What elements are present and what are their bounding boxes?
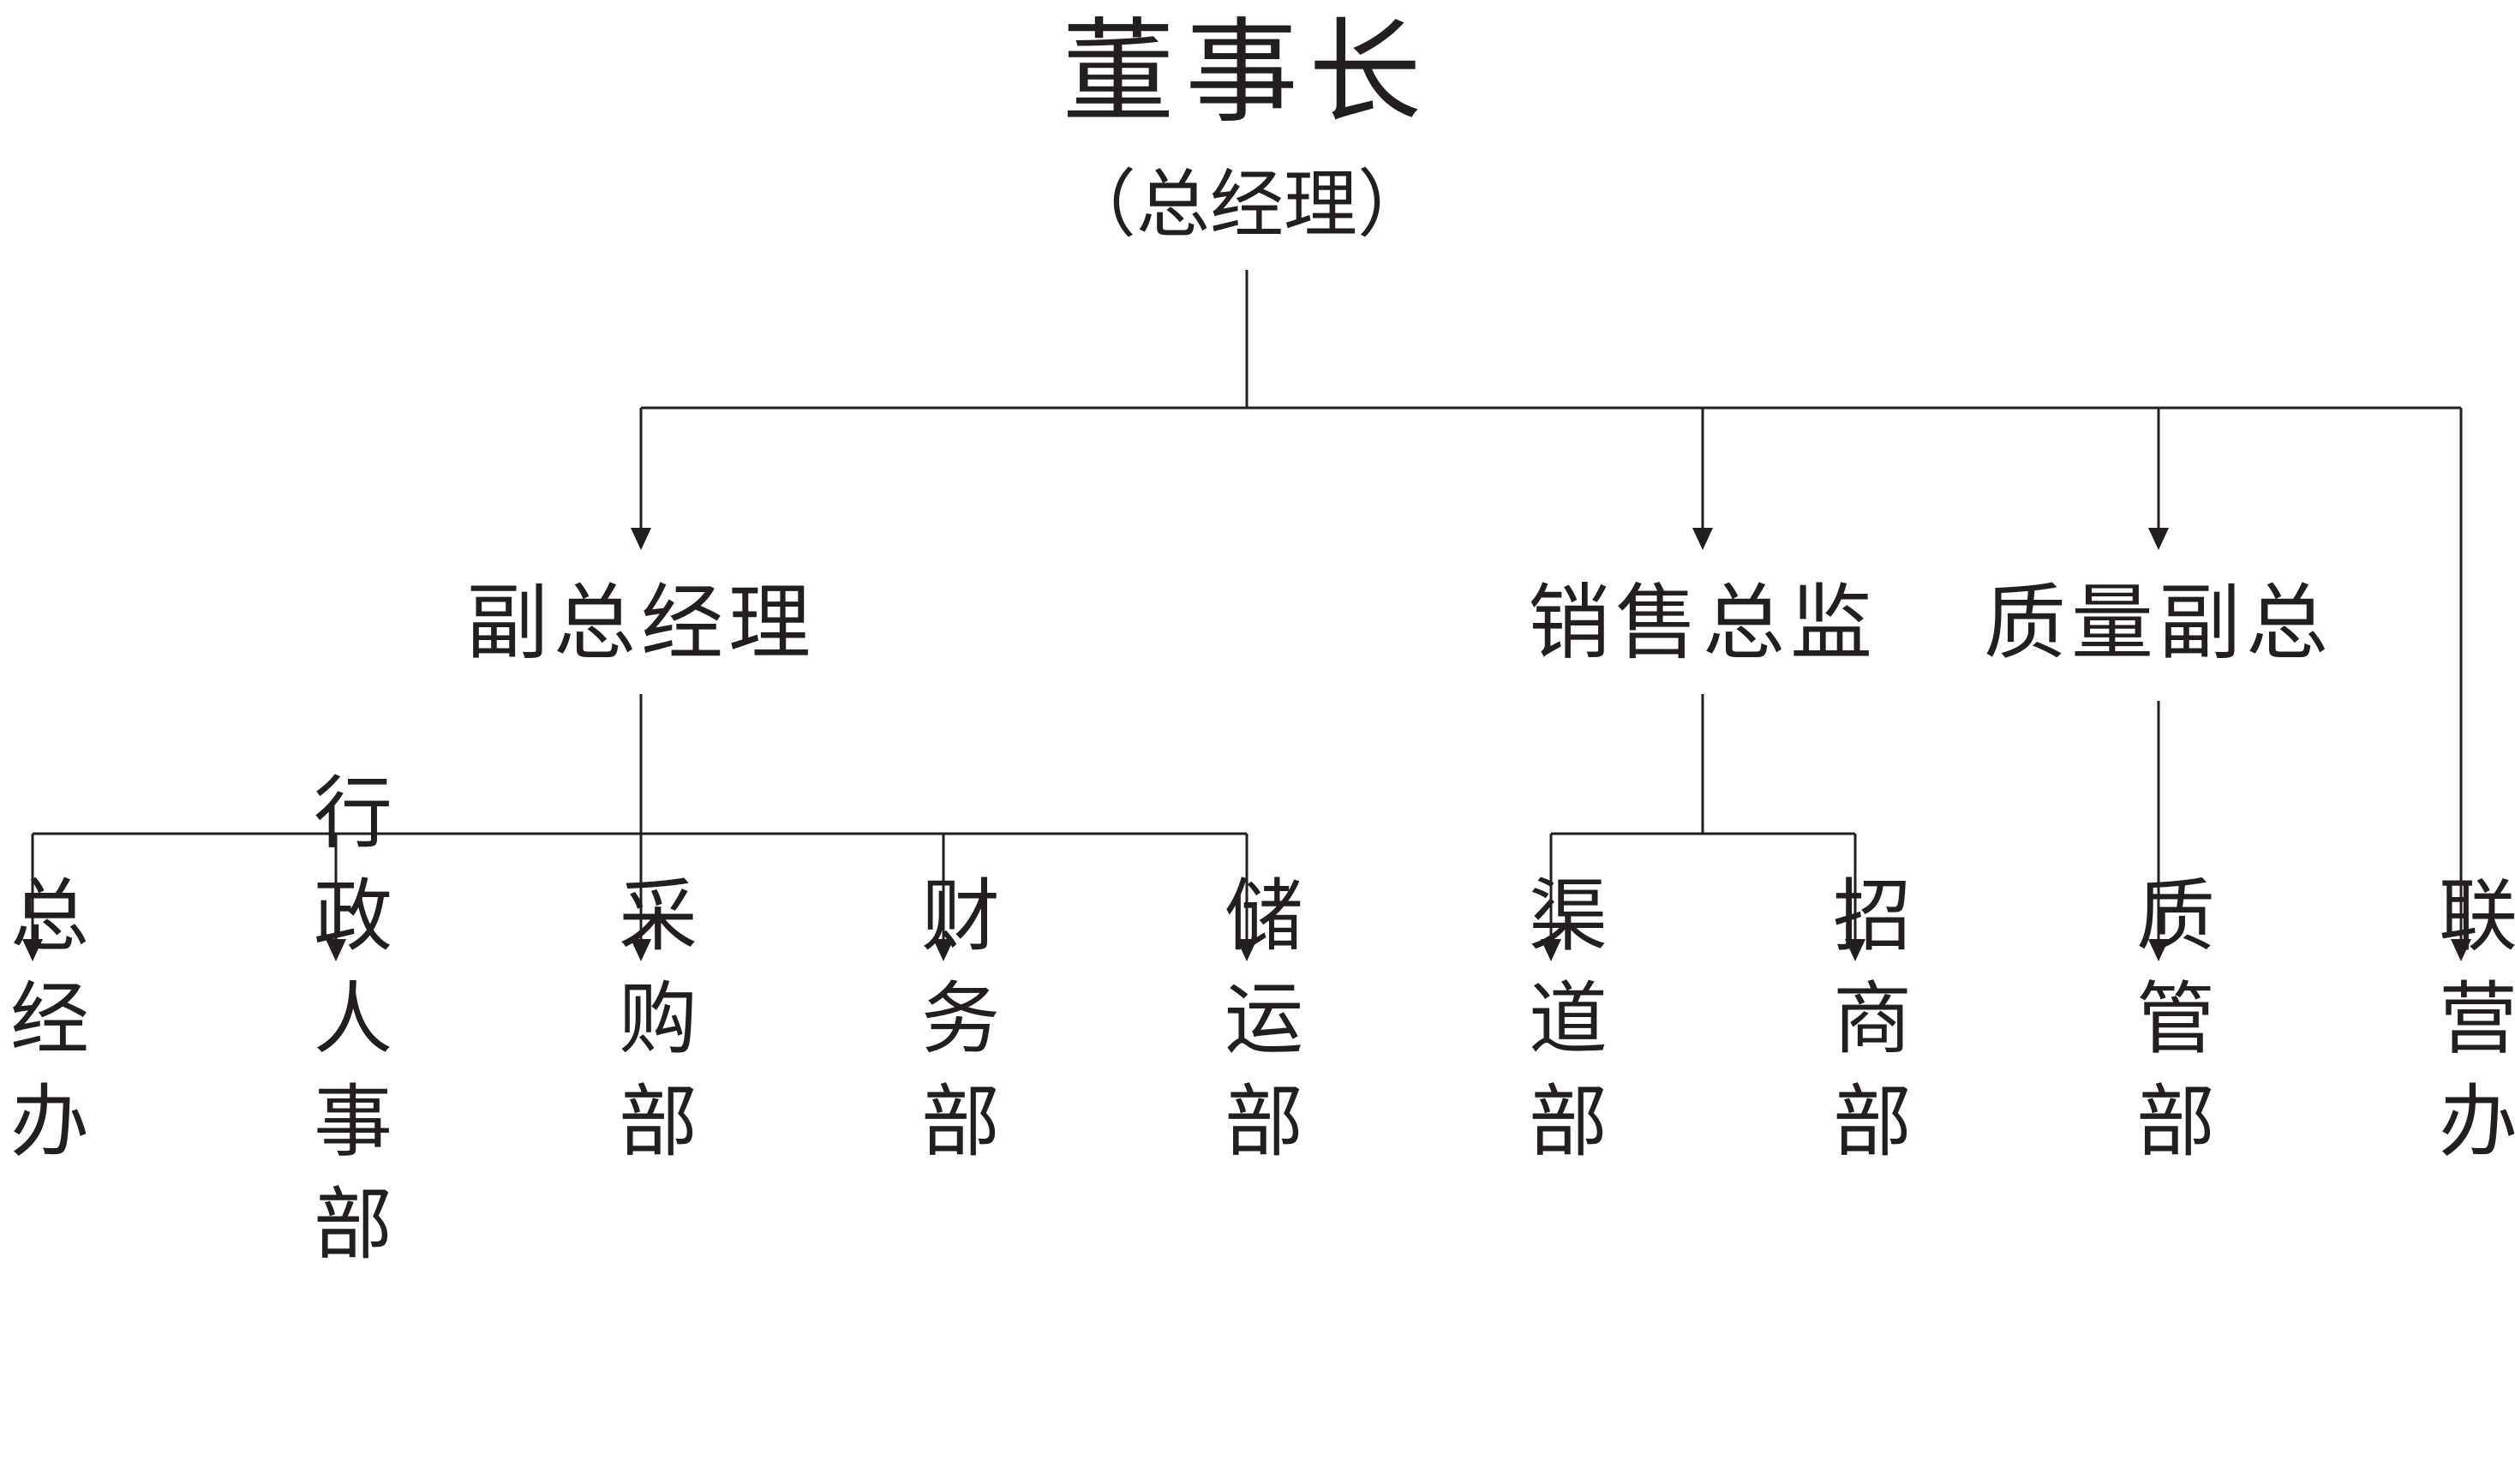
dept-investment: 招商部 bbox=[1820, 874, 1912, 1182]
manager-sales-director: 销售总监 bbox=[1528, 575, 1877, 671]
dept-quality-control: 质管部 bbox=[2123, 874, 2215, 1182]
dept-general-office-label: 总经办 bbox=[0, 874, 89, 1182]
dept-storage-transport: 储运部 bbox=[1212, 874, 1303, 1182]
dept-investment-label: 招商部 bbox=[1820, 874, 1912, 1182]
root-connectors bbox=[631, 270, 2471, 961]
dept-quality-control-label: 质管部 bbox=[2123, 874, 2215, 1182]
dept-storage-transport-label: 储运部 bbox=[1212, 874, 1303, 1182]
dept-admin-hr: 行政人事部 bbox=[301, 771, 392, 1285]
root-title: 董事长 bbox=[1062, 7, 1432, 139]
dept-purchasing: 采购部 bbox=[606, 874, 698, 1182]
quality-vp-connectors bbox=[2148, 701, 2169, 961]
vice-gm-connectors bbox=[22, 694, 1257, 961]
root-subtitle: （总经理） bbox=[1063, 162, 1431, 248]
dept-admin-hr-label: 行政人事部 bbox=[301, 771, 392, 1285]
dept-general-office: 总经办 bbox=[0, 874, 89, 1182]
dept-purchasing-label: 采购部 bbox=[606, 874, 698, 1182]
dept-channel-label: 渠道部 bbox=[1516, 874, 1608, 1182]
dept-finance: 财务部 bbox=[908, 874, 1000, 1182]
dept-joint-venture-label: 联营办 bbox=[2426, 874, 2515, 1182]
manager-vice-gm: 副总经理 bbox=[466, 575, 816, 671]
sales-director-connectors bbox=[1541, 694, 1865, 961]
dept-joint-venture: 联营办 bbox=[2426, 874, 2515, 1182]
dept-channel: 渠道部 bbox=[1516, 874, 1608, 1182]
dept-finance-label: 财务部 bbox=[908, 874, 1000, 1182]
manager-quality-vp: 质量副总 bbox=[1984, 575, 2333, 671]
